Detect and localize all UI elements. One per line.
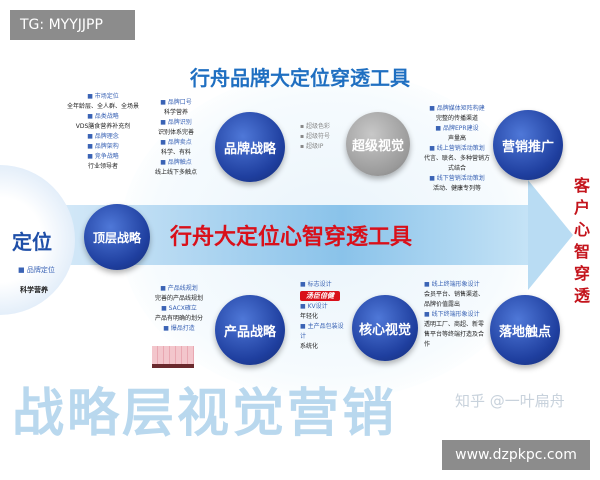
bg-char: 营 <box>287 384 340 444</box>
tag-label: TG: MYYJJPP <box>10 10 135 40</box>
list-item: 透明工厂、商超、新零售平台等终端打造及合作 <box>424 321 485 348</box>
list-item: ▪ 超级色彩 <box>300 123 330 130</box>
list-visual: ▪ 超级色彩 ▪ 超级符号 ▪ 超级IP <box>300 122 342 152</box>
list-item: 行业领导者 <box>87 163 118 170</box>
list-item: 品牌卖点 <box>150 138 202 148</box>
bg-char: 觉 <box>232 384 285 444</box>
positioning-item-text: 品牌定位 <box>26 266 55 274</box>
list-item: 品牌识别 <box>150 118 202 128</box>
right-title: 客户心智穿透 <box>574 176 591 305</box>
list-item: 品类战略 <box>58 112 148 122</box>
list-item: 全年龄层、全人群、全场景 <box>66 103 139 110</box>
list-item: 标志设计 <box>300 280 348 290</box>
list-item: 爆品打造 <box>148 324 210 334</box>
list-brand: 品牌口号 科学营养 品牌识别 识别体系完善 品牌卖点 科学、有料 品牌触点 线上… <box>150 98 202 178</box>
list-item: ▪ 超级符号 <box>300 133 330 140</box>
list-item: 品牌理念 <box>58 132 148 142</box>
list-top: 市场定位 全年龄层、全人群、全场景 品类战略 VDS膳食营养补充剂 品牌理念 品… <box>58 92 148 172</box>
list-item: 年轻化 <box>300 313 319 320</box>
list-item: 线下营销活动策划 <box>424 174 490 184</box>
top-title: 行舟品牌大定位穿透工具 <box>190 66 410 90</box>
node-product-strategy: 产品战略 <box>215 295 285 365</box>
node-core-visual: 核心视觉 <box>352 295 418 361</box>
node-brand-strategy: 品牌战略 <box>215 112 285 182</box>
list-touch: 线上终端形象设计 会员平台、销售渠道、品牌价值露出 线下终端形象设计 透明工厂、… <box>424 280 486 350</box>
list-item-text: 超级IP <box>305 143 324 150</box>
bg-char: 略 <box>67 384 120 444</box>
list-item: 识别体系完善 <box>157 129 194 136</box>
list-item: VDS膳食营养补充剂 <box>75 123 131 130</box>
node-marketing: 营销推广 <box>493 110 563 180</box>
list-item: 产品有明确的划分 <box>154 315 203 322</box>
arrow-head <box>528 180 573 290</box>
list-item: 代言、联名、多种营销方式结合 <box>424 155 491 172</box>
list-item: 市场定位 <box>58 92 148 102</box>
list-item: 科学、有料 <box>160 149 191 156</box>
list-item: 线上营销活动策划 <box>424 144 490 154</box>
list-item: 科学营养 <box>163 109 188 116</box>
list-item: 品牌EPR建设 <box>424 124 490 134</box>
list-item: ▪ 超级IP <box>300 143 324 150</box>
list-item: 品牌媒体矩阵构建 <box>424 104 490 114</box>
list-item: 品牌架构 <box>58 142 148 152</box>
node-super-visual: 超级视觉 <box>346 112 410 176</box>
list-item: 产品线规划 <box>148 284 210 294</box>
list-product: 产品线规划 完善的产品线规划 SACX確立 产品有明确的划分 爆品打造 <box>148 284 210 334</box>
positioning-label: 定位 <box>12 230 52 254</box>
bg-char: 战 <box>12 384 65 444</box>
list-item: 系统化 <box>300 343 319 350</box>
bg-char: 视 <box>177 384 230 444</box>
list-item: 活动、健康专列等 <box>432 185 481 192</box>
list-item: 线上线下多触点 <box>154 169 197 176</box>
list-item: 完整的传播渠道 <box>435 115 478 122</box>
list-item: KV设计 <box>300 302 348 312</box>
positioning-sub: 科学营养 <box>20 286 48 294</box>
node-top-strategy: 顶层战略 <box>84 204 150 270</box>
list-core: 标志设计 汤臣倍健 KV设计 年轻化 主产品包装设计 系统化 <box>300 280 348 352</box>
watermark: 知乎 @一叶扁舟 <box>455 392 565 410</box>
list-item: SACX確立 <box>148 304 210 314</box>
bg-char: 层 <box>122 384 175 444</box>
product-bottles-image <box>152 346 194 368</box>
brand-logo: 汤臣倍健 <box>300 291 340 301</box>
list-item: 品牌触点 <box>150 158 202 168</box>
positioning-item: ■ 品牌定位 <box>18 266 55 274</box>
node-touchpoint: 落地触点 <box>490 295 560 365</box>
list-item-text: 超级色彩 <box>305 123 330 130</box>
bg-char: 销 <box>342 384 395 444</box>
list-item: 竞争战略 <box>58 152 148 162</box>
list-item: 品牌口号 <box>150 98 202 108</box>
list-item: 完善的产品线规划 <box>154 295 203 302</box>
list-item: 线下终端形象设计 <box>424 310 486 320</box>
center-title: 行舟大定位心智穿透工具 <box>170 225 413 250</box>
list-item: 声量高 <box>447 135 466 142</box>
site-label: www.dzpkpc.com <box>442 440 590 470</box>
list-item: 主产品包装设计 <box>300 322 348 342</box>
list-marketing: 品牌媒体矩阵构建 完整的传播渠道 品牌EPR建设 声量高 线上营销活动策划 代言… <box>424 104 490 194</box>
list-item-text: 超级符号 <box>305 133 330 140</box>
list-item: 线上终端形象设计 <box>424 280 486 290</box>
list-item: 会员平台、销售渠道、品牌价值露出 <box>424 291 485 308</box>
